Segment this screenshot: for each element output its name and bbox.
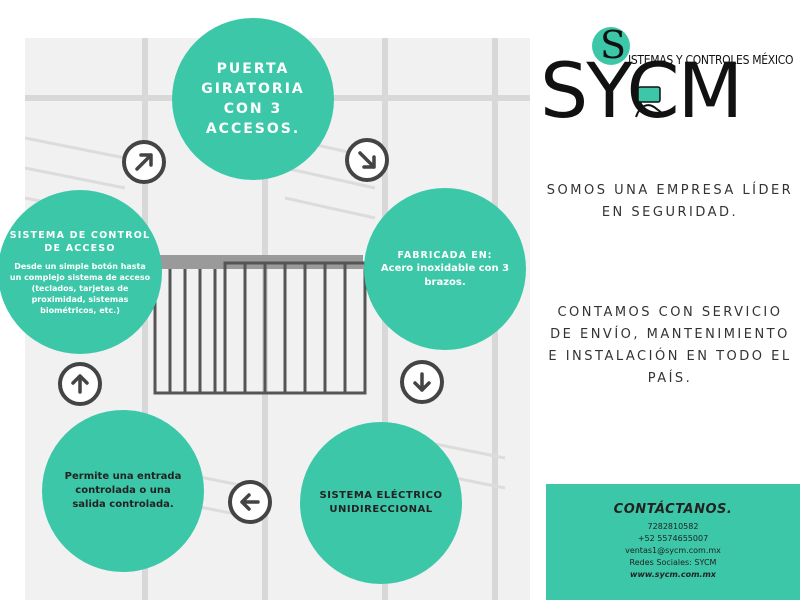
- circle-manufactured-body: Acero inoxidable con 3 brazos.: [380, 262, 510, 288]
- logo-s-circle: S: [592, 23, 630, 67]
- arrow-down-right-icon: [345, 138, 389, 182]
- contact-title: CONTÁCTANOS.: [613, 502, 733, 517]
- claim-leader: SOMOS UNA EMPRESA LÍDER EN SEGURIDAD.: [546, 183, 794, 220]
- circle-revolving-door-title: PUERTA GIRATORIA CON 3 ACCESOS.: [201, 61, 305, 137]
- circle-revolving-door: PUERTA GIRATORIA CON 3 ACCESOS.: [172, 18, 334, 180]
- arrow-down-icon: [400, 360, 444, 404]
- card-hand-icon: [635, 86, 663, 118]
- arrow-left-icon: [228, 480, 272, 524]
- circle-access-control-body: Desde un simple botón hasta un complejo …: [9, 261, 151, 315]
- contact-phone-2: +52 5574655007: [637, 534, 709, 543]
- arrow-up-icon: [58, 362, 102, 406]
- circle-manufactured-title: FABRICADA EN:: [397, 249, 493, 261]
- circle-electric-system: SISTEMA ELÉCTRICO UNIDIRECCIONAL: [300, 422, 462, 584]
- circle-controlled-entry: Permite una entrada controlada o una sal…: [42, 410, 204, 572]
- contact-social: Redes Sociales: SYCM: [629, 558, 717, 567]
- turnstile-unit-left: [153, 261, 227, 395]
- contact-website: www.sycm.com.mx: [630, 570, 716, 579]
- contact-box: CONTÁCTANOS. 7282810582 +52 5574655007 v…: [546, 484, 800, 600]
- arrow-up-right-icon: [122, 140, 166, 184]
- logo-s-letter: S: [600, 23, 627, 67]
- logo-tagline: ISTEMAS Y CONTROLES MÉXICO: [628, 53, 794, 67]
- circle-access-control: SISTEMA DE CONTROL DE ACCESO Desde un si…: [0, 190, 162, 354]
- contact-email: ventas1@sycm.com.mx: [625, 546, 721, 555]
- circle-access-control-title: SISTEMA DE CONTROL DE ACCESO: [9, 229, 151, 254]
- circle-controlled-entry-body: Permite una entrada controlada o una sal…: [64, 471, 182, 510]
- claim-services: CONTAMOS CON SERVICIO DE ENVÍO, MANTENIM…: [548, 305, 792, 386]
- circle-electric-system-title: SISTEMA ELÉCTRICO UNIDIRECCIONAL: [319, 490, 443, 515]
- contact-phone-1: 7282810582: [647, 522, 699, 531]
- circle-manufactured: FABRICADA EN: Acero inoxidable con 3 bra…: [364, 188, 526, 350]
- sycm-logo: S ISTEMAS Y CONTROLES MÉXICO SYCM: [540, 23, 795, 143]
- turnstile-unit-right: [223, 261, 367, 395]
